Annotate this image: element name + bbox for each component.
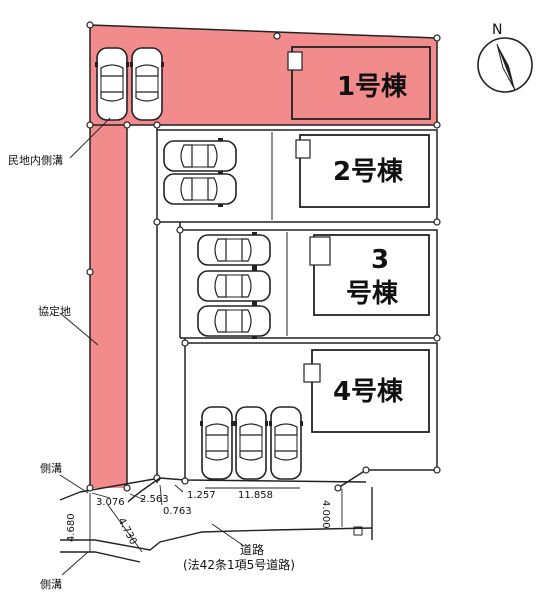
dim-0763: 0.763 [163, 506, 192, 517]
car-icon [163, 170, 237, 208]
dim-11858: 11.858 [238, 490, 273, 501]
car-icon [197, 231, 271, 269]
dim-4000: 4.000 [320, 500, 331, 529]
building-4: 4号棟 [303, 349, 430, 433]
car-icon [163, 137, 237, 175]
dim-4680: 4.680 [66, 513, 77, 542]
dim-3076: 3.076 [96, 497, 125, 508]
boundary-markers [86, 21, 441, 492]
agreement-land-label: 協定地 [38, 304, 71, 318]
dim-2563: 2.563 [140, 494, 169, 505]
road-sublabel: (法42条1項5号道路) [183, 557, 295, 572]
car-icon [268, 406, 304, 480]
lot-boundaries [79, 24, 438, 493]
road-label: 道路 [240, 542, 264, 557]
north-label: N [492, 22, 502, 38]
building-2-label: 2号棟 [333, 157, 404, 187]
building-1-label: 1号棟 [337, 72, 408, 102]
private-gutter-label: 民地内側溝 [8, 153, 63, 167]
car-icon [233, 406, 269, 480]
dim-1257: 1.257 [187, 490, 216, 501]
side-gutter-bottom-label: 側溝 [40, 578, 62, 591]
building-3-label-line2: 号棟 [346, 279, 399, 309]
building-2: 2号棟 [295, 134, 430, 208]
car-icon [94, 47, 130, 121]
north-compass-icon: N [477, 22, 533, 93]
car-icon [199, 406, 235, 480]
building-3: 3 号棟 [309, 234, 430, 316]
car-icon [197, 302, 271, 340]
road-outline [59, 477, 373, 563]
building-3-label-line1: 3 [371, 245, 389, 275]
side-gutter-top-label: 側溝 [40, 462, 62, 475]
dimension-lines [59, 117, 343, 576]
building-4-label: 4号棟 [333, 377, 404, 407]
building-1: 1号棟 [287, 46, 431, 120]
car-icon [129, 47, 165, 121]
dim-4730: 4.730 [115, 516, 138, 546]
road-leader [211, 523, 245, 547]
car-icon [197, 267, 271, 305]
